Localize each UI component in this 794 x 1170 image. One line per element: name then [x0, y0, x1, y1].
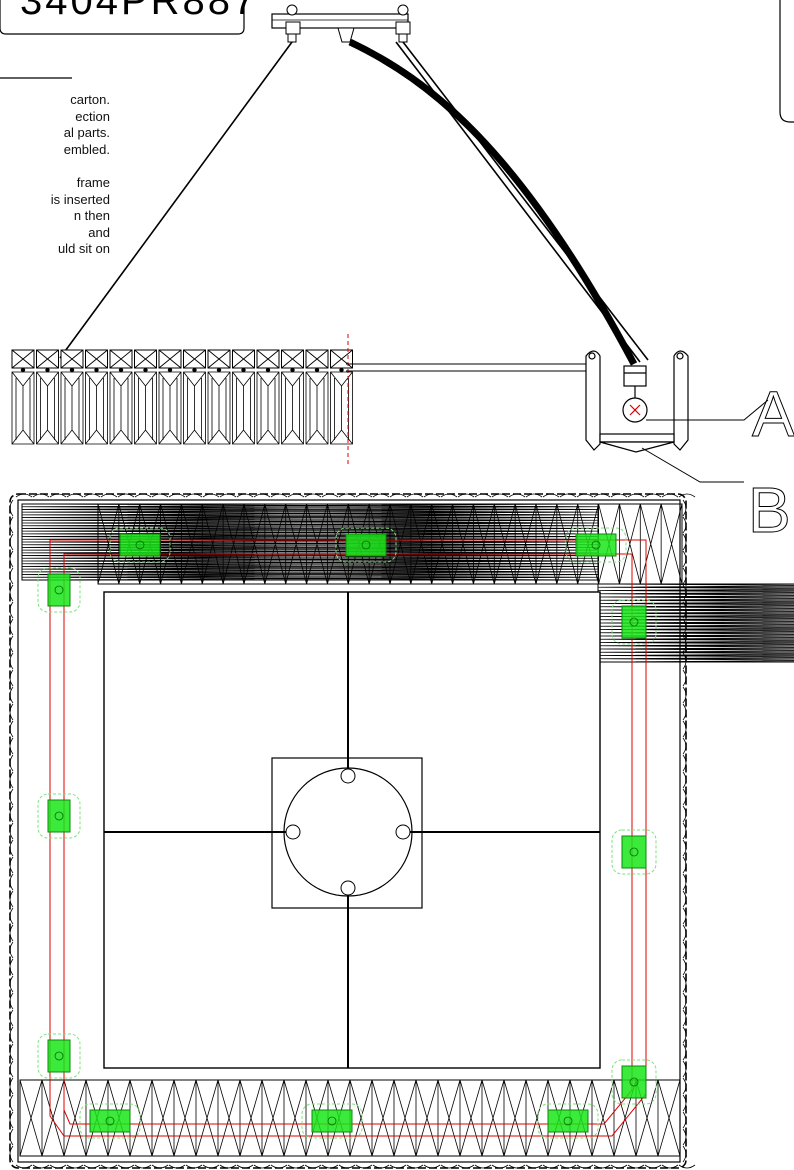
assembly-notes: carton. ection al parts. embled. frame i… — [0, 92, 110, 258]
note-line: and — [88, 224, 110, 240]
power-cord — [348, 38, 638, 366]
side-elevation: A B — [11, 334, 794, 547]
note-line: frame — [76, 174, 110, 190]
title-box: 3404PR887 — [0, 0, 258, 35]
note-line: is inserted — [50, 191, 110, 207]
callout-b: B — [748, 474, 791, 546]
leader-line-b — [641, 447, 744, 483]
central-hub — [271, 757, 423, 909]
note-line: al parts. — [63, 125, 110, 141]
note-line: uld sit on — [57, 241, 110, 257]
note-line: carton. — [70, 92, 110, 107]
wiring-loop — [49, 539, 647, 1137]
support-arms — [104, 592, 600, 1068]
note-line: n then — [73, 208, 110, 224]
plan-view — [9, 493, 794, 1169]
title-box-text: 3404PR887 — [20, 0, 258, 23]
note-line — [0, 158, 110, 175]
light-fittings — [37, 527, 657, 1139]
note-line: embled. — [63, 141, 110, 157]
ceiling-canopy — [271, 4, 411, 43]
side-label-box — [779, 0, 794, 123]
leader-line-a — [646, 399, 769, 421]
end-assembly — [585, 350, 689, 453]
crystal-strip — [11, 349, 353, 445]
callout-a: A — [752, 378, 794, 450]
note-line: ection — [75, 108, 110, 124]
suspension-cables — [59, 41, 649, 363]
